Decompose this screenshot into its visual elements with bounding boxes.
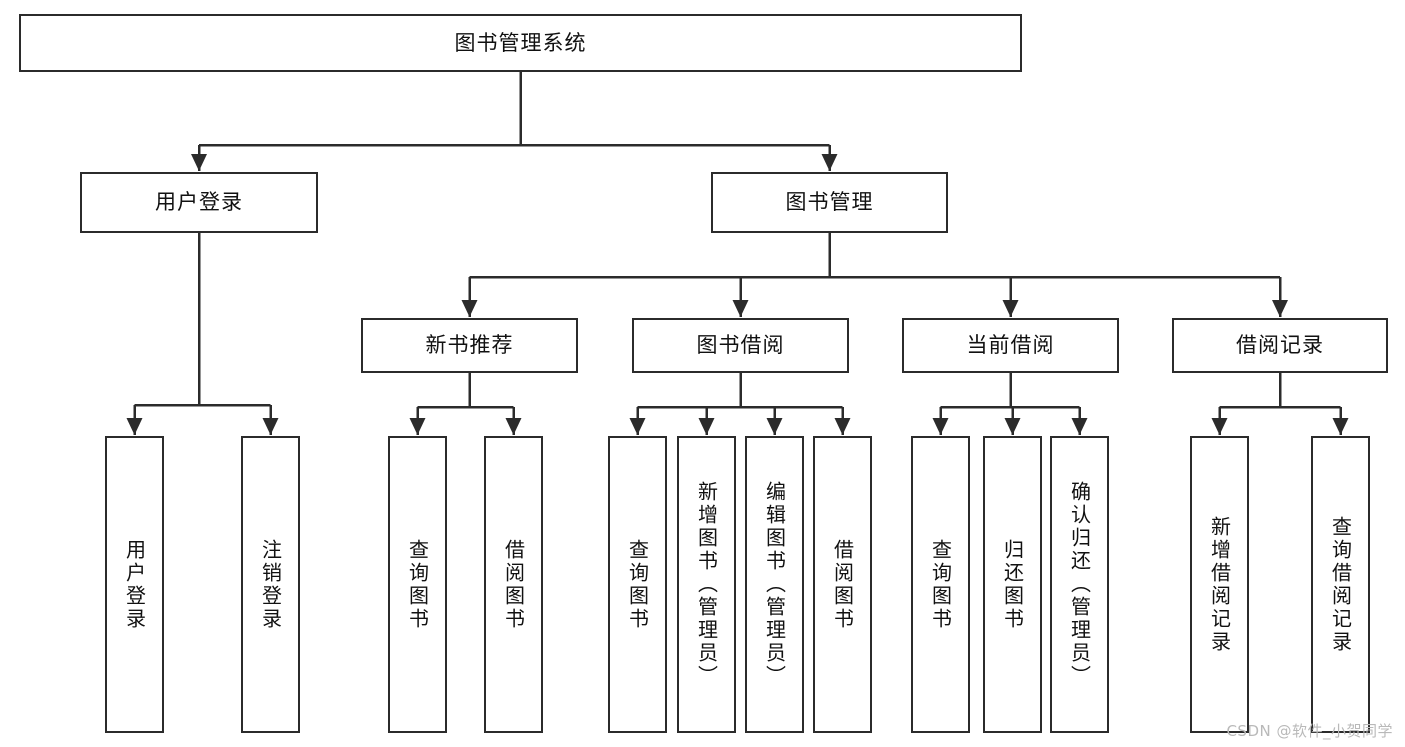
node-leaf-confirm-return-admin[interactable]: 确认归还（管理员）: [1050, 436, 1109, 733]
arrow-head-leaf-borrow-book-2: [834, 418, 851, 435]
node-label-borrow-record: 借阅记录: [1236, 333, 1324, 358]
node-leaf-borrow-book-2[interactable]: 借阅图书: [813, 436, 872, 733]
node-leaf-query-book-2[interactable]: 查询图书: [608, 436, 667, 733]
arrow-head-current-borrow: [1002, 300, 1019, 317]
node-current-borrow[interactable]: 当前借阅: [902, 318, 1119, 373]
node-label-root: 图书管理系统: [454, 30, 587, 55]
arrow-head-leaf-return-book: [1004, 418, 1021, 435]
node-leaf-query-book-3[interactable]: 查询图书: [911, 436, 970, 733]
node-leaf-add-borrow-record[interactable]: 新增借阅记录: [1190, 436, 1249, 733]
arrow-head-leaf-user-login: [126, 418, 143, 435]
node-label-leaf-user-login: 用户登录: [122, 538, 147, 631]
node-leaf-query-borrow-record[interactable]: 查询借阅记录: [1311, 436, 1370, 733]
arrow-head-leaf-add-book-admin: [698, 418, 715, 435]
arrow-head-leaf-query-borrow-record: [1332, 418, 1349, 435]
node-label-new-book-recommend: 新书推荐: [425, 333, 514, 358]
node-label-leaf-add-book-admin: 新增图书（管理员）: [694, 481, 719, 688]
arrow-head-borrow-record: [1272, 300, 1288, 317]
node-label-leaf-query-book-2: 查询图书: [625, 538, 650, 631]
node-leaf-borrow-book-1[interactable]: 借阅图书: [484, 436, 543, 733]
node-label-leaf-borrow-book-2: 借阅图书: [830, 538, 855, 631]
node-label-book-management: 图书管理: [785, 190, 874, 215]
arrow-head-new-book-recommend: [461, 300, 478, 317]
arrow-head-leaf-logout: [262, 418, 279, 435]
node-label-current-borrow: 当前借阅: [966, 333, 1055, 358]
node-user-login[interactable]: 用户登录: [80, 172, 318, 233]
arrow-head-leaf-edit-book-admin: [766, 418, 783, 435]
node-label-leaf-return-book: 归还图书: [1000, 538, 1025, 631]
arrow-head-leaf-add-borrow-record: [1211, 418, 1228, 435]
arrow-head-book-management: [821, 154, 838, 171]
node-borrow-record[interactable]: 借阅记录: [1172, 318, 1388, 373]
node-leaf-query-book-1[interactable]: 查询图书: [388, 436, 447, 733]
node-label-leaf-logout: 注销登录: [258, 538, 283, 631]
node-label-leaf-borrow-book-1: 借阅图书: [501, 538, 526, 631]
node-leaf-edit-book-admin[interactable]: 编辑图书（管理员）: [745, 436, 804, 733]
arrow-head-user-login: [191, 154, 207, 171]
arrow-head-leaf-query-book-3: [932, 418, 949, 435]
arrow-head-leaf-query-book-2: [629, 418, 646, 435]
node-label-book-borrow: 图书借阅: [696, 333, 785, 358]
node-leaf-return-book[interactable]: 归还图书: [983, 436, 1042, 733]
node-label-leaf-query-book-3: 查询图书: [928, 538, 953, 631]
node-book-management[interactable]: 图书管理: [711, 172, 948, 233]
node-label-user-login: 用户登录: [155, 190, 243, 215]
node-label-leaf-edit-book-admin: 编辑图书（管理员）: [762, 481, 787, 688]
node-label-leaf-query-borrow-record: 查询借阅记录: [1328, 515, 1353, 654]
node-root[interactable]: 图书管理系统: [19, 14, 1022, 72]
node-label-leaf-query-book-1: 查询图书: [405, 538, 430, 631]
node-label-leaf-confirm-return-admin: 确认归还（管理员）: [1067, 481, 1092, 688]
node-leaf-logout[interactable]: 注销登录: [241, 436, 300, 733]
node-leaf-add-book-admin[interactable]: 新增图书（管理员）: [677, 436, 736, 733]
arrow-head-leaf-confirm-return-admin: [1071, 418, 1088, 435]
node-leaf-user-login[interactable]: 用户登录: [105, 436, 164, 733]
node-new-book-recommend[interactable]: 新书推荐: [361, 318, 578, 373]
arrow-head-book-borrow: [732, 300, 749, 317]
arrow-head-leaf-borrow-book-1: [505, 418, 522, 435]
node-label-leaf-add-borrow-record: 新增借阅记录: [1207, 515, 1232, 654]
node-book-borrow[interactable]: 图书借阅: [632, 318, 849, 373]
arrow-head-leaf-query-book-1: [409, 418, 426, 435]
